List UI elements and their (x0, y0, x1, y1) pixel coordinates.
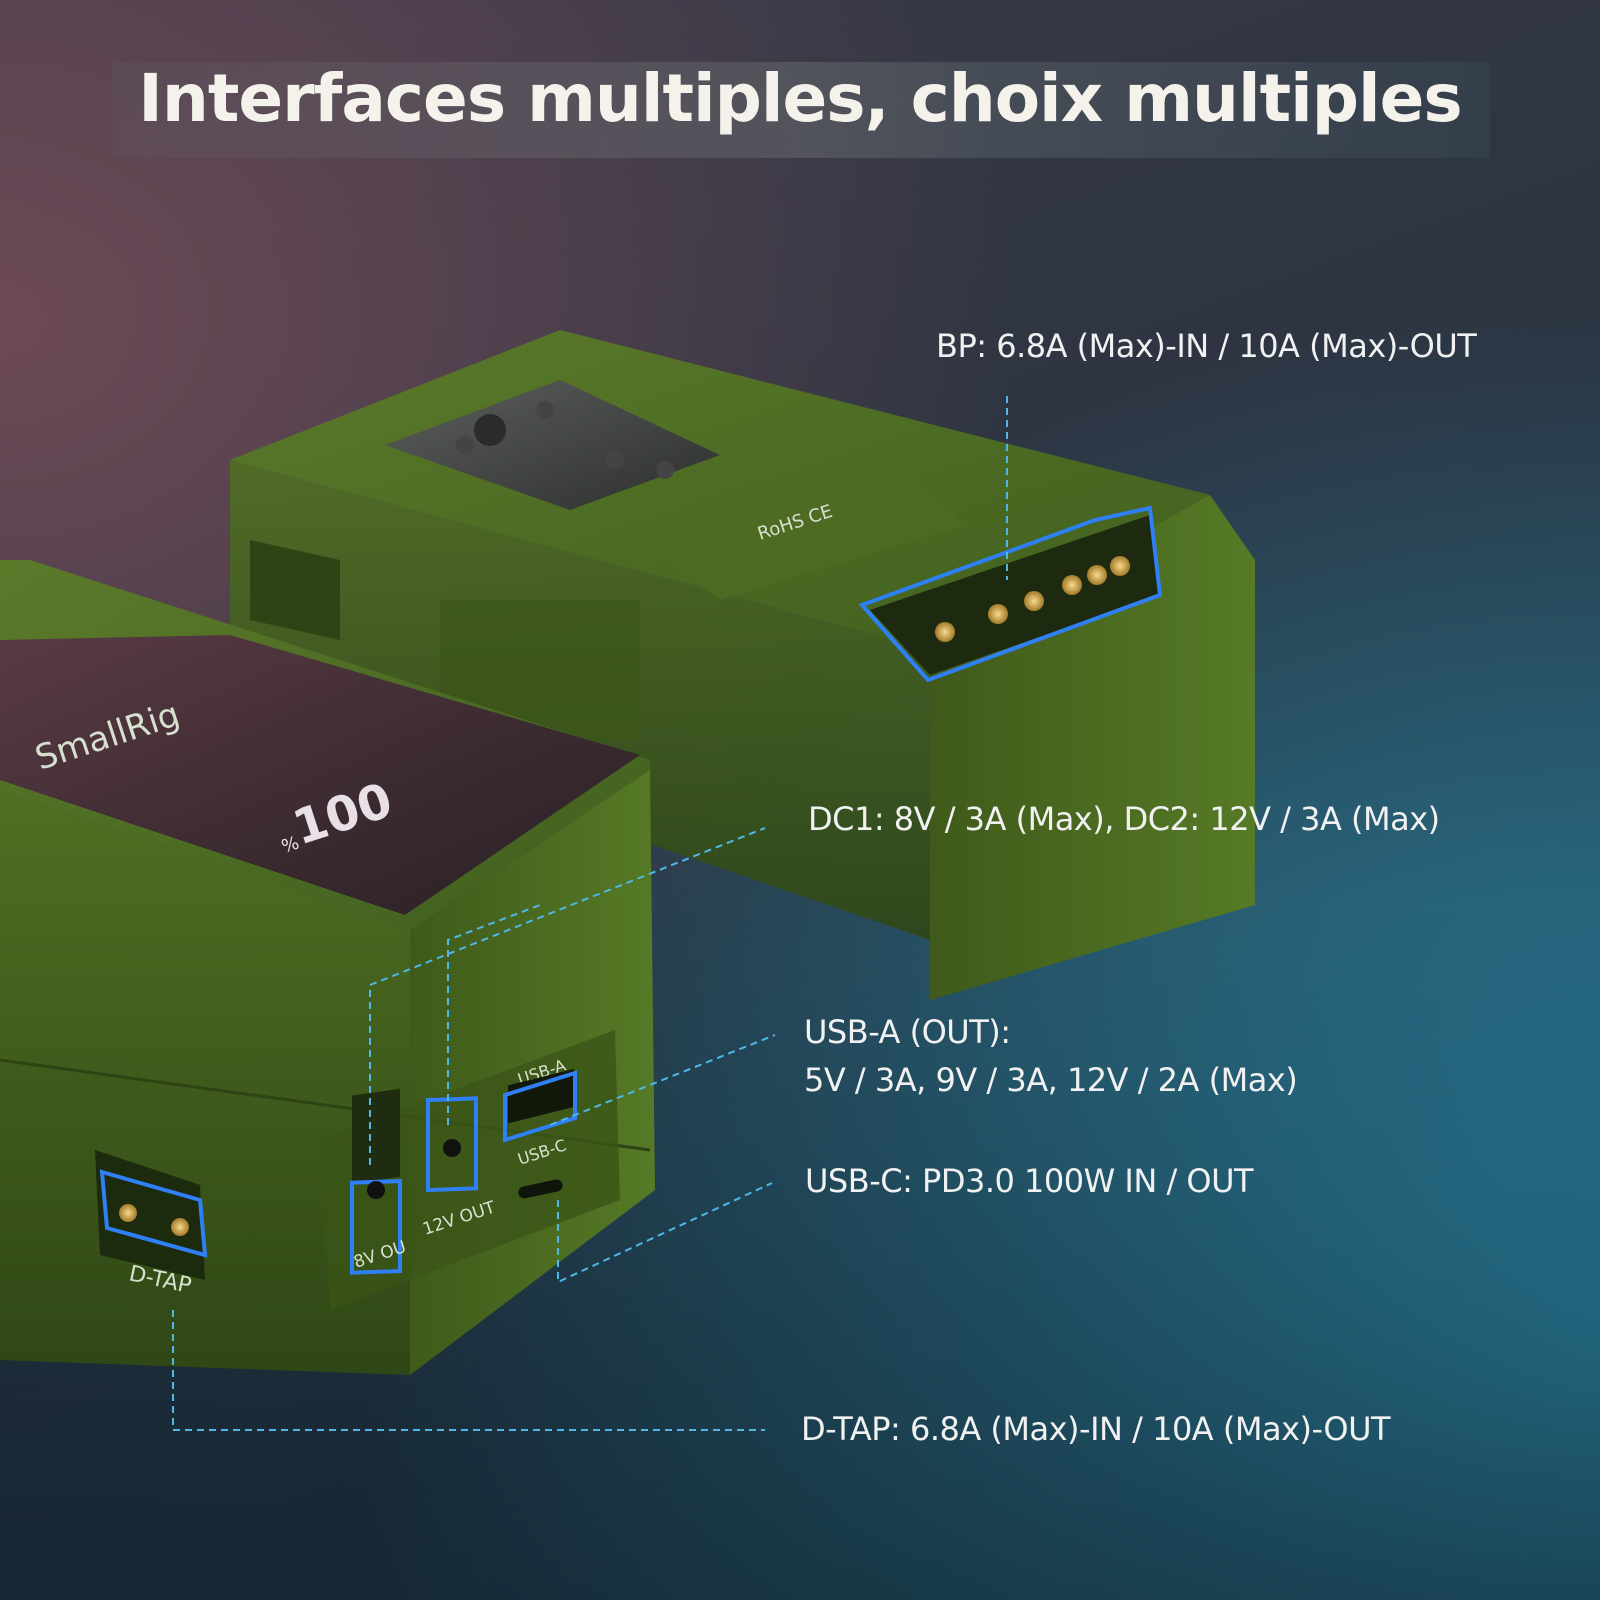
callout-lines (172, 396, 1008, 1431)
usba-callout-line1: USB-A (OUT): (804, 1013, 1011, 1051)
battery-percent-unit: % (279, 832, 302, 857)
usbc-leader-line (557, 1182, 773, 1284)
spec-sticker (640, 470, 965, 600)
bp-connector-highlight (858, 505, 1163, 683)
v-mount-plate (385, 380, 720, 510)
usba-callout-line2: 5V / 3A, 9V / 3A, 12V / 2A (Max) (804, 1061, 1298, 1099)
front-battery: SmallRig 100 % 8V OU 12V OUT (0, 560, 655, 1375)
page-title: Interfaces multiples, choix multiples (138, 60, 1462, 137)
title-band (112, 62, 1490, 158)
usbc-callout: USB-C: PD3.0 100W IN / OUT (805, 1162, 1254, 1200)
dtap-leader-line (172, 1310, 765, 1431)
dtap-port: D-TAP (95, 1150, 208, 1299)
glass-top-panel (0, 635, 640, 915)
mount-screw-hole (474, 414, 506, 446)
usba-leader-line (549, 1034, 776, 1126)
dc-callout: DC1: 8V / 3A (Max), DC2: 12V / 3A (Max) (808, 800, 1440, 838)
dc1-leader-line (369, 827, 766, 1165)
bp-callout: BP: 6.8A (Max)-IN / 10A (Max)-OUT (936, 327, 1477, 365)
dtap-callout: D-TAP: 6.8A (Max)-IN / 10A (Max)-OUT (801, 1410, 1391, 1448)
dc2-leader-line (447, 904, 541, 1125)
bp-pins (935, 556, 1130, 642)
